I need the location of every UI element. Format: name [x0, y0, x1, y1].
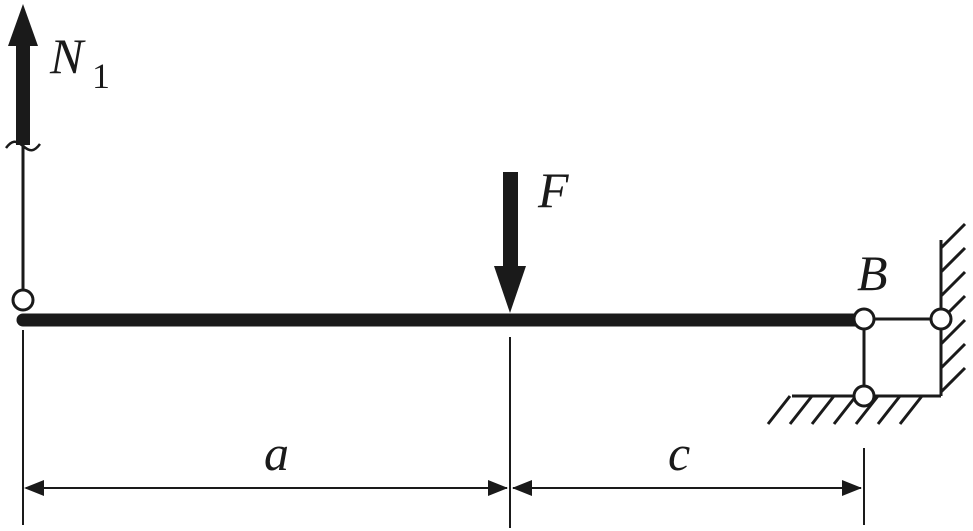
label-n: N [49, 28, 86, 84]
dimension-a-arrow-left [24, 480, 44, 496]
force-f-arrowhead [494, 266, 526, 313]
label-f: F [537, 162, 569, 218]
dimension-a-arrow-right [488, 480, 508, 496]
dimension-c-arrow-left [512, 480, 532, 496]
label-c: c [668, 425, 690, 481]
left-pin [11, 288, 35, 312]
force-n1-arrow [5, 4, 41, 300]
pin-b [852, 307, 876, 331]
pin-wall [929, 307, 953, 331]
label-a: a [264, 425, 289, 481]
support-b [862, 317, 943, 398]
force-f-shaft [503, 172, 518, 272]
pin-ground [852, 384, 876, 408]
force-n1-arrowhead [8, 4, 38, 46]
force-f-arrow [494, 172, 526, 313]
dimension-c [512, 480, 862, 496]
label-b: B [857, 245, 888, 301]
dimension-a [24, 480, 508, 496]
ground-hatching [766, 395, 924, 425]
wall-hatching [939, 222, 967, 394]
force-n1-shaft [16, 40, 30, 145]
label-n-subscript: 1 [92, 56, 110, 96]
dimension-c-arrow-right [842, 480, 862, 496]
break-mark-icon [5, 140, 41, 152]
